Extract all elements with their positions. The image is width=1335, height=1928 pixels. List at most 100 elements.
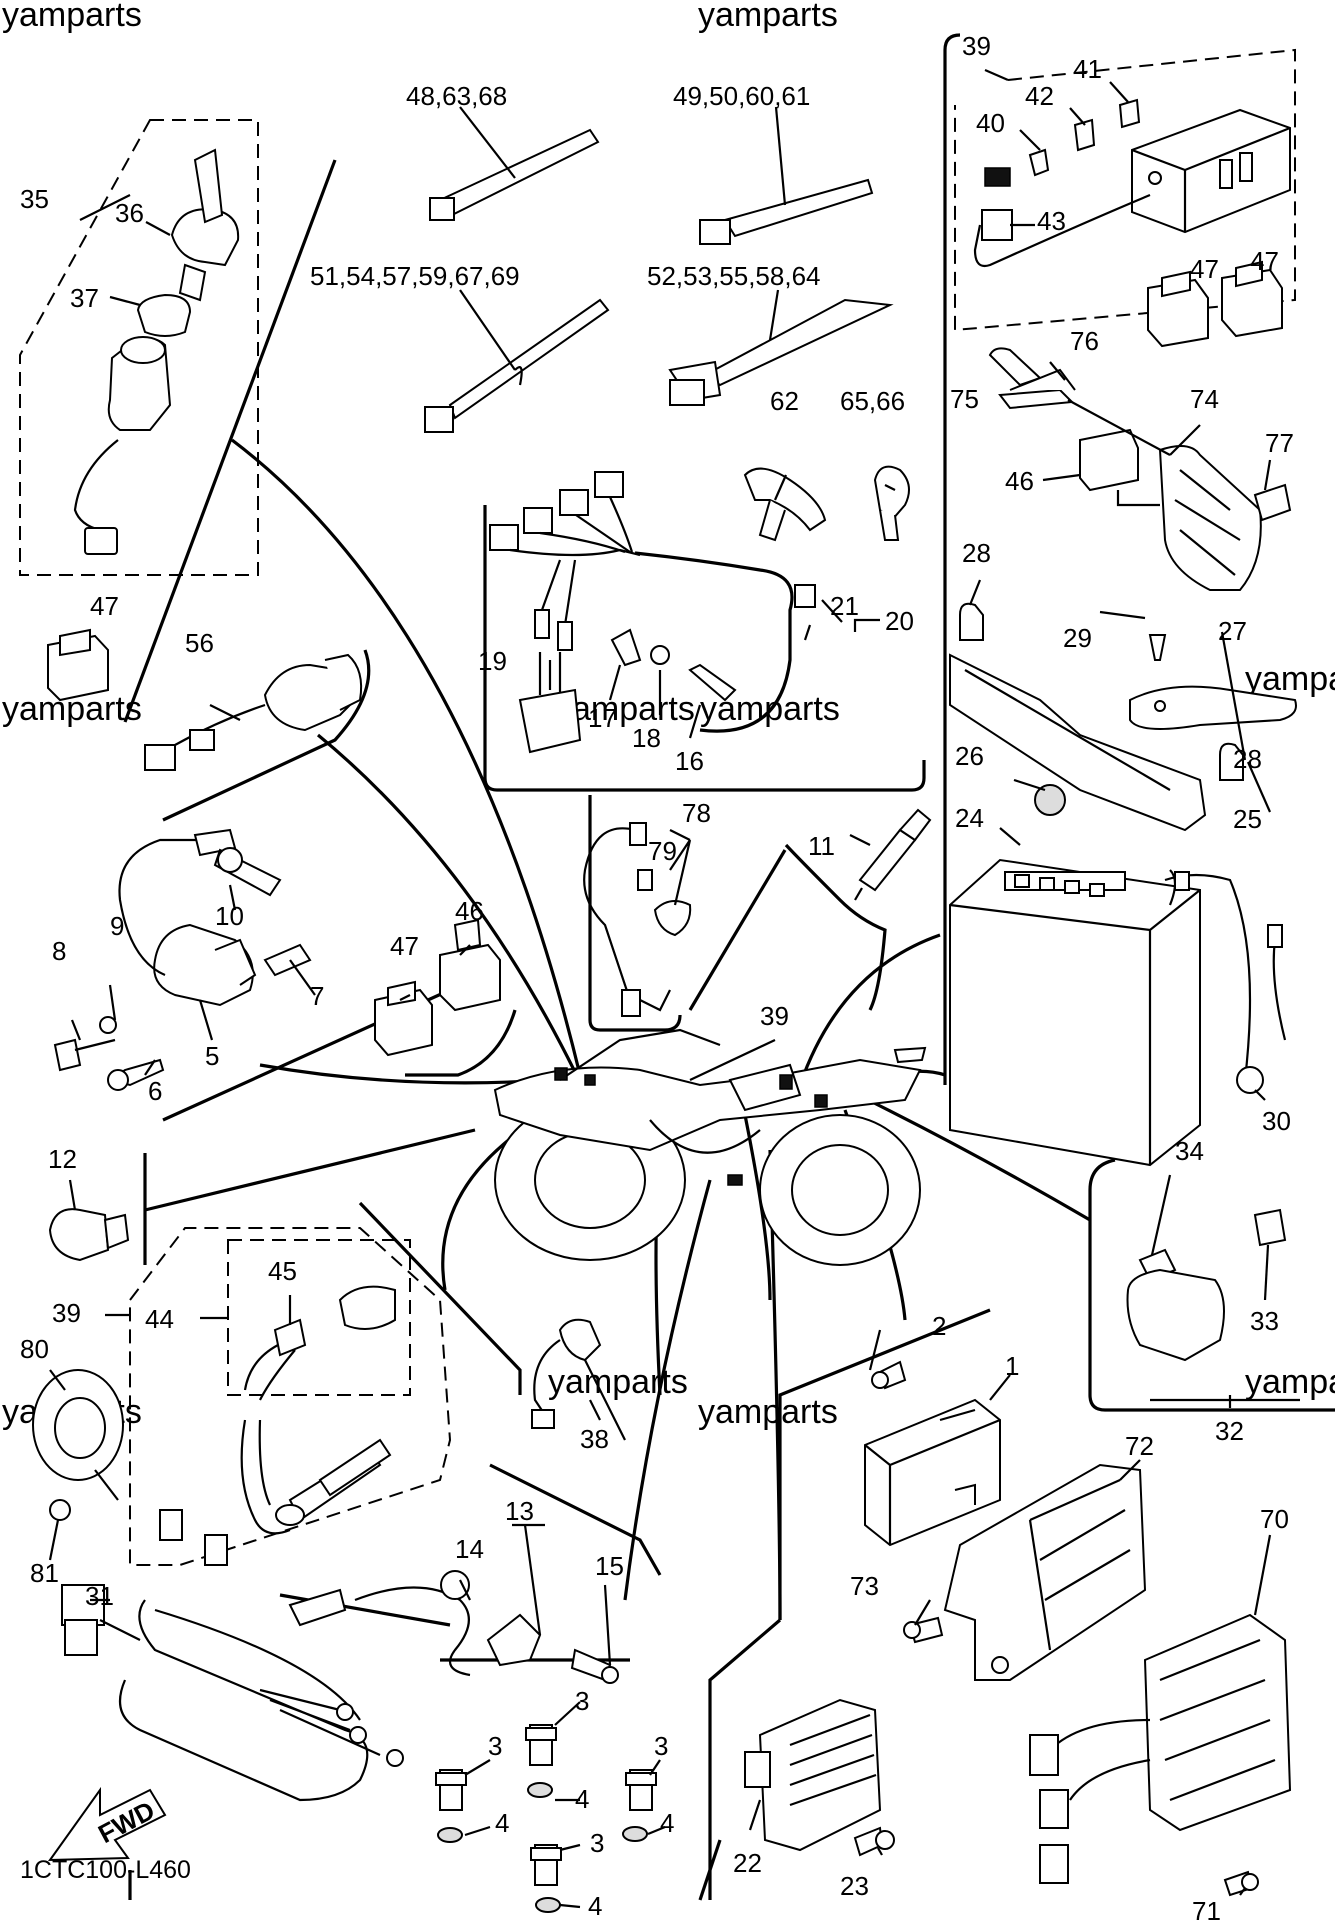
label-39: 39 — [52, 1298, 81, 1328]
battery-cable-30 — [1164, 871, 1287, 1094]
relay-47-left — [47, 628, 109, 702]
label-39: 39 — [962, 31, 991, 61]
label-43: 43 — [1037, 206, 1066, 236]
watermark: yamparts — [1245, 660, 1335, 698]
regulator-22 — [744, 1698, 895, 1857]
label-48-63-68: 48,63,68 — [406, 81, 507, 111]
label-20: 20 — [885, 606, 914, 636]
label-72: 72 — [1125, 1431, 1154, 1461]
label-23: 23 — [840, 1871, 869, 1901]
label-8: 8 — [52, 936, 66, 966]
label-17: 17 — [588, 703, 617, 733]
label-75: 75 — [950, 384, 979, 414]
label-4: 4 — [575, 1784, 589, 1814]
relays-center — [374, 918, 501, 1057]
watermark: yamparts — [1245, 1363, 1335, 1401]
label-6: 6 — [148, 1076, 162, 1106]
label-14: 14 — [455, 1534, 484, 1564]
label-28: 28 — [962, 538, 991, 568]
ignition-coil — [53, 828, 312, 1091]
label-33: 33 — [1250, 1306, 1279, 1336]
label-32: 32 — [1215, 1416, 1244, 1446]
part-labels: 48,63,68 49,50,60,61 51,54,57,59,67,69 5… — [20, 31, 1294, 1926]
label-4: 4 — [495, 1808, 509, 1838]
label-4: 4 — [660, 1808, 674, 1838]
label-4: 4 — [588, 1891, 602, 1921]
label-11: 11 — [808, 831, 835, 861]
label-41: 41 — [1073, 54, 1102, 84]
indicator-light-56 — [144, 653, 363, 771]
label-29: 29 — [1063, 623, 1092, 653]
cable-tie-52-53-55-58-64 — [668, 298, 894, 406]
small-parts — [871, 1208, 1300, 1897]
rectifier-70 — [1029, 1613, 1292, 1884]
leads-44-45 — [159, 1285, 396, 1566]
cable-tie-49-50-60-61 — [699, 178, 874, 245]
diagram-code: 1CTC100-L460 — [20, 1856, 191, 1884]
label-25: 25 — [1233, 804, 1262, 834]
label-1: 1 — [1005, 1351, 1019, 1381]
ecu-bracket-72 — [943, 1463, 1147, 1681]
neutral-switch-38 — [531, 1318, 626, 1441]
label-21: 21 — [830, 591, 859, 621]
battery-bracket — [949, 602, 1297, 832]
label-15: 15 — [595, 1551, 624, 1581]
label-35: 35 — [20, 184, 49, 214]
label-62: 62 — [770, 386, 799, 416]
label-3: 3 — [488, 1731, 502, 1761]
label-19: 19 — [478, 646, 507, 676]
lead-31 — [61, 1584, 404, 1802]
label-79: 79 — [648, 836, 677, 866]
label-47: 47 — [390, 931, 419, 961]
label-27: 27 — [1218, 616, 1247, 646]
label-36: 36 — [115, 198, 144, 228]
label-12: 12 — [48, 1144, 77, 1174]
label-81: 81 — [30, 1558, 59, 1588]
label-13: 13 — [505, 1496, 534, 1526]
label-34: 34 — [1175, 1136, 1204, 1166]
label-45: 45 — [268, 1256, 297, 1286]
label-47: 47 — [1250, 246, 1279, 276]
cable-tie-48-63-68 — [429, 128, 600, 221]
label-52-53-55-58-64: 52,53,55,58,64 — [647, 261, 821, 291]
label-42: 42 — [1025, 81, 1054, 111]
fuse-box — [973, 98, 1291, 268]
label-47: 47 — [1190, 254, 1219, 284]
cable-tie-51-54-57-59-67-69 — [424, 298, 610, 433]
relay-47-right-b — [1221, 260, 1283, 338]
ignition-switch — [73, 148, 240, 555]
label-46: 46 — [1005, 466, 1034, 496]
label-71: 71 — [1192, 1896, 1221, 1926]
bulb-78-79 — [583, 822, 692, 1017]
speed-sensor-13 — [288, 1570, 619, 1684]
thermo-switch-12 — [48, 1208, 130, 1262]
label-9: 9 — [110, 911, 124, 941]
label-77: 77 — [1265, 428, 1294, 458]
leader-lines — [48, 68, 1272, 1909]
bolts-3-washers-4 — [435, 1724, 657, 1913]
label-70: 70 — [1260, 1504, 1289, 1534]
label-49-50-60-61: 49,50,60,61 — [673, 81, 810, 111]
label-5: 5 — [205, 1041, 219, 1071]
label-76: 76 — [1070, 326, 1099, 356]
label-3: 3 — [575, 1686, 589, 1716]
label-56: 56 — [185, 628, 214, 658]
label-26: 26 — [955, 741, 984, 771]
label-30: 30 — [1262, 1106, 1291, 1136]
watermark: yamparts — [548, 1363, 688, 1401]
label-16: 16 — [675, 746, 704, 776]
fwd-arrow-icon: FWD — [48, 1786, 167, 1862]
label-24: 24 — [955, 803, 984, 833]
clamp-65-66 — [873, 465, 910, 541]
label-3: 3 — [590, 1828, 604, 1858]
label-46: 46 — [455, 896, 484, 926]
label-31: 31 — [85, 1581, 114, 1611]
relay-47-right-a — [1147, 270, 1209, 348]
label-73: 73 — [850, 1571, 879, 1601]
label-47: 47 — [90, 591, 119, 621]
label-65-66: 65,66 — [840, 386, 905, 416]
label-18: 18 — [632, 723, 661, 753]
watermark: yamparts — [2, 0, 142, 34]
label-22: 22 — [733, 1848, 762, 1878]
